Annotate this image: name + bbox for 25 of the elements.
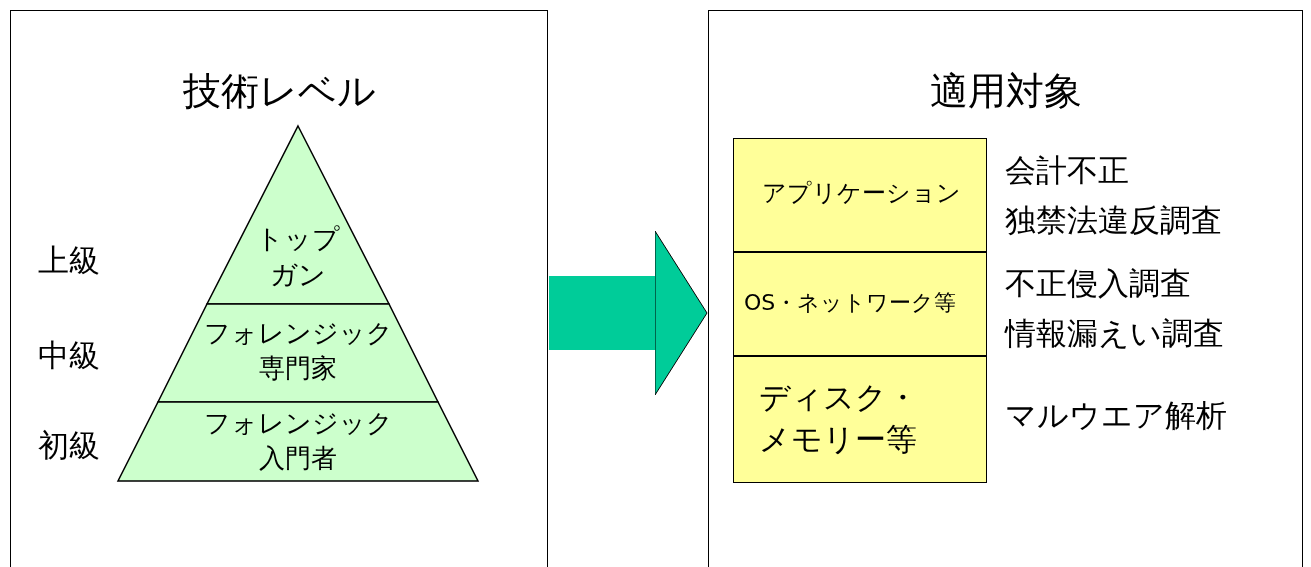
panel-title: 適用対象 bbox=[928, 68, 1083, 115]
level-label: 初級 bbox=[38, 426, 100, 465]
tier-label: アプリケーション bbox=[760, 178, 962, 209]
panel-frame bbox=[708, 10, 1303, 567]
use-case-label: 情報漏えい調査 bbox=[1005, 314, 1224, 353]
layer-box bbox=[733, 252, 987, 356]
level-label: 上級 bbox=[38, 241, 100, 280]
panel-frame bbox=[10, 10, 548, 567]
use-case-label: 不正侵入調査 bbox=[1005, 264, 1191, 303]
level-label: 中級 bbox=[38, 336, 100, 375]
tier-label: フォレンジック専門家 bbox=[202, 317, 394, 386]
tier-label: フォレンジック入門者 bbox=[202, 407, 394, 476]
block-arrow bbox=[549, 230, 708, 396]
pyramid-tier bbox=[118, 402, 478, 481]
tier-label: OS・ネットワーク等 bbox=[744, 289, 958, 317]
use-case-label: 独禁法違反調査 bbox=[1005, 201, 1222, 240]
pyramid-tier bbox=[207, 126, 389, 304]
use-case-label: 会計不正 bbox=[1005, 151, 1129, 190]
layer-box bbox=[733, 356, 987, 483]
pyramid-tier bbox=[158, 304, 438, 402]
layer-box bbox=[733, 138, 987, 252]
panel-title: 技術レベル bbox=[181, 68, 377, 115]
tier-label: ディスク・メモリー等 bbox=[759, 378, 919, 459]
tier-label: トップガン bbox=[255, 222, 341, 293]
use-case-label: マルウエア解析 bbox=[1005, 396, 1227, 435]
